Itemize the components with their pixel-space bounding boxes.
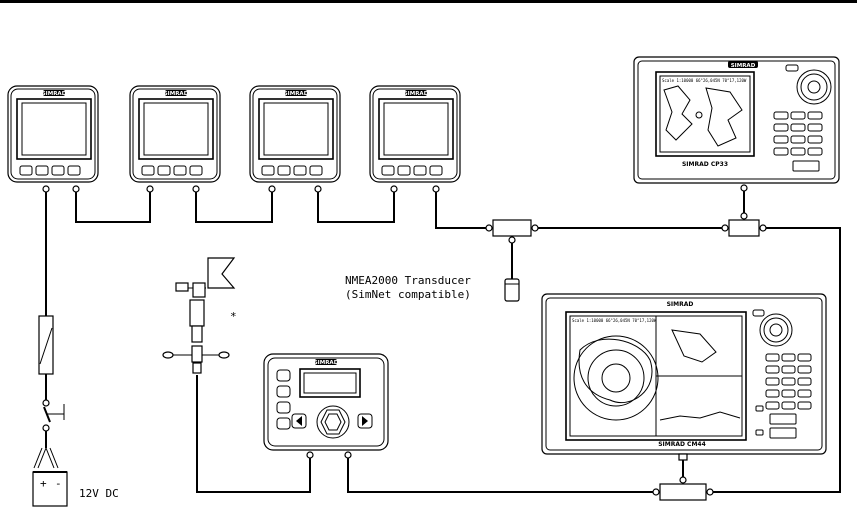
brand-label: SIMRAD	[404, 91, 429, 97]
autopilot-control-head: SIMRAD	[263, 353, 389, 451]
control-knob	[316, 405, 350, 439]
nmea2000-transducer	[504, 278, 520, 302]
chartplotter-cp33: SIMRAD Scale 1:10000 66°26,045N 70°17,12…	[633, 56, 840, 184]
arrow-right-icon	[362, 416, 368, 426]
t-connector	[659, 483, 707, 501]
brand-label: SIMRAD	[164, 91, 189, 97]
radar-ring	[573, 335, 659, 421]
boat-marker	[695, 111, 703, 119]
cp33-brand: SIMRAD	[731, 63, 756, 69]
rotary-knob	[796, 69, 832, 105]
instrument-display-3: SIMRAD	[249, 85, 341, 183]
coastline	[705, 87, 743, 147]
cp33-screen-header: Scale 1:10000 66°26,045N 70°17,120W	[662, 78, 747, 83]
instrument-display-1: SIMRAD	[7, 85, 99, 183]
battery	[32, 471, 68, 507]
arrow-left-icon	[296, 416, 302, 426]
anemometer-cup	[218, 351, 230, 359]
brand-label: SIMRAD	[314, 360, 339, 366]
rotary-knob	[759, 313, 793, 347]
transducer-label-line2: (SimNet compatible)	[345, 288, 471, 301]
chart-contour	[671, 329, 717, 363]
sonar-trace	[659, 411, 741, 421]
wind-vane	[207, 257, 236, 289]
transducer-label-line1: NMEA2000 Transducer	[345, 274, 471, 287]
cm44-brand: SIMRAD	[667, 301, 694, 308]
instrument-display-2: SIMRAD	[129, 85, 221, 183]
brand-label: SIMRAD	[284, 91, 309, 97]
battery-plus: +	[40, 477, 47, 490]
chartplotter-cm44: SIMRAD Scale 1:10000 66°26,045N 70°17,12…	[541, 293, 827, 455]
instrument-display-4: SIMRAD	[369, 85, 461, 183]
chart-contour	[578, 338, 653, 404]
t-connector	[492, 219, 532, 237]
cp33-model-label: SIMRAD CP33	[682, 161, 728, 168]
battery-minus: -	[55, 477, 62, 490]
wind-sensor: *	[162, 257, 237, 374]
coastline	[663, 85, 693, 141]
t-connector	[728, 219, 760, 237]
power-label: 12V DC	[79, 487, 119, 500]
network-cabling	[42, 184, 841, 501]
asterisk-note: *	[230, 310, 237, 323]
cm44-model-label: SIMRAD CM44	[658, 441, 706, 448]
brand-label: SIMRAD	[42, 91, 67, 97]
cm44-screen-header: Scale 1:10000 66°26,045N 70°17,120W	[572, 318, 657, 323]
anemometer-cup	[162, 351, 174, 359]
power-supply: + -	[32, 315, 68, 507]
